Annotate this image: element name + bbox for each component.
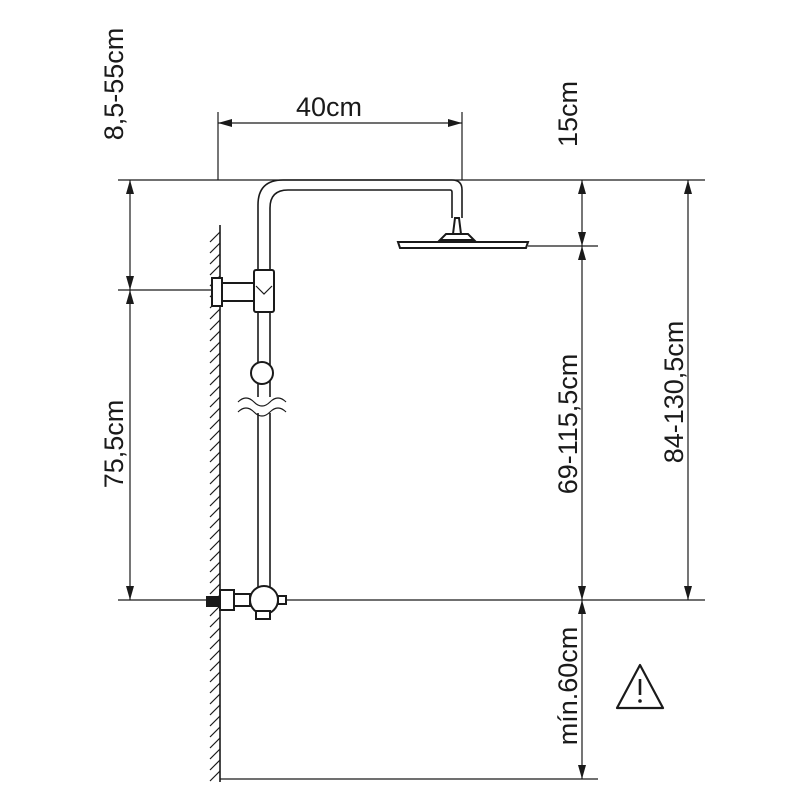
handshower-slider-knob — [250, 361, 274, 385]
wall-hatch-line — [209, 660, 221, 672]
wall-hatch-line — [209, 308, 221, 320]
wall-hatch-line — [209, 572, 221, 584]
label-mixer-min-height: mín.60cm — [553, 627, 583, 746]
wall-hatch-line — [209, 264, 221, 276]
label-wall-bracket-height: 75,5cm — [99, 400, 129, 489]
wall-hatch-line — [209, 759, 221, 771]
label-head-drop: 15cm — [553, 81, 583, 147]
wall-hatch-line — [209, 506, 221, 518]
wall — [209, 225, 221, 782]
wall-hatch-line — [209, 605, 221, 617]
dimension-lines — [126, 119, 692, 779]
shower-head — [396, 241, 530, 249]
wall-hatch-line — [209, 616, 221, 628]
thermostatic-mixer — [206, 585, 287, 620]
wall-bracket — [211, 269, 275, 313]
wall-hatch-line — [209, 649, 221, 661]
wall-hatch-line — [209, 484, 221, 496]
wall-hatch-line — [209, 462, 221, 474]
wall-hatch-line — [209, 396, 221, 408]
wall-hatch-line — [209, 330, 221, 342]
wall-hatch-line — [209, 341, 221, 353]
label-arm-reach: 40cm — [296, 92, 362, 122]
wall-hatch-line — [209, 418, 221, 430]
dimension-labels: 8,5-55cm 40cm 15cm 75,5cm 69-115,5cm 84-… — [99, 28, 689, 746]
wall-hatch-line — [209, 638, 221, 650]
wall-hatch-line — [209, 737, 221, 749]
wall-hatch-line — [209, 374, 221, 386]
wall-hatch-line — [209, 550, 221, 562]
wall-hatch-line — [209, 352, 221, 364]
rod-break-symbol — [237, 397, 287, 417]
label-total-height: 84-130,5cm — [659, 321, 689, 464]
wall-hatch-line — [209, 242, 221, 254]
wall-hatch-line — [209, 528, 221, 540]
wall-hatch-line — [209, 715, 221, 727]
wall-hatch-line — [209, 429, 221, 441]
wall-hatch-line — [209, 440, 221, 452]
wall-hatch-line — [209, 451, 221, 463]
wall-hatch-line — [209, 748, 221, 760]
wall-hatch-line — [209, 253, 221, 265]
wall-hatch-line — [209, 627, 221, 639]
wall-hatch-line — [209, 517, 221, 529]
wall-hatch-line — [209, 671, 221, 683]
reference-lines — [118, 112, 705, 780]
wall-hatch-line — [209, 561, 221, 573]
wall-hatch-line — [209, 682, 221, 694]
wall-hatch-line — [209, 495, 221, 507]
wall-hatch-line — [209, 583, 221, 595]
wall-hatch-line — [209, 693, 221, 705]
wall-hatch-line — [209, 231, 221, 243]
wall-hatch-line — [209, 704, 221, 716]
warning-triangle-icon — [615, 663, 665, 710]
wall-hatch-line — [209, 726, 221, 738]
wall-hatch-line — [209, 363, 221, 375]
label-head-to-mixer: 69-115,5cm — [553, 354, 583, 495]
wall-hatch-line — [209, 473, 221, 485]
label-arm-height-range: 8,5-55cm — [99, 28, 129, 141]
wall-hatch-line — [209, 407, 221, 419]
wall-hatch-line — [209, 539, 221, 551]
wall-hatch-line — [209, 319, 221, 331]
wall-hatch-line — [209, 385, 221, 397]
shower-column — [206, 179, 530, 620]
wall-hatch-line — [209, 770, 221, 782]
